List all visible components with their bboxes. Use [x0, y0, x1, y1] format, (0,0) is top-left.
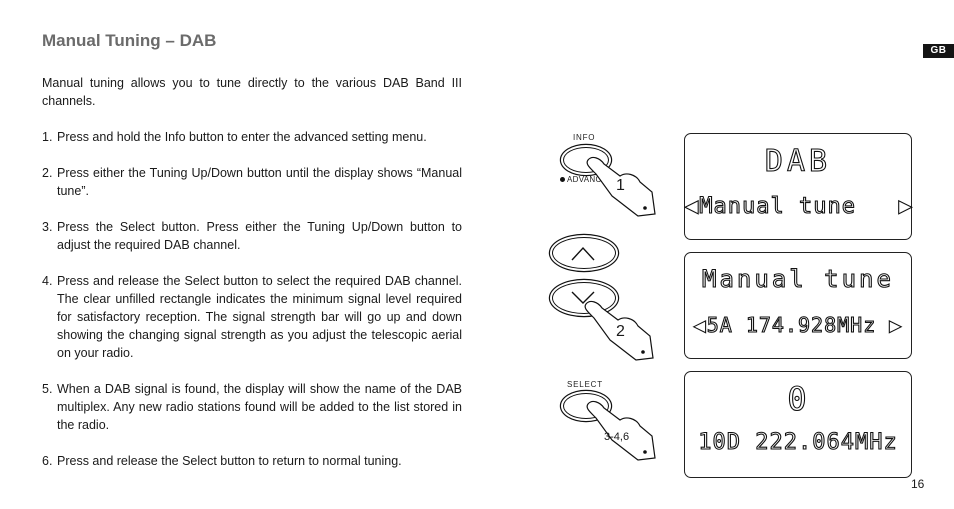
step-number: 6.: [42, 454, 53, 468]
step-text: Press and hold the Info button to enter …: [57, 130, 427, 144]
select-label: SELECT: [567, 380, 603, 389]
tuning-up-button[interactable]: [552, 237, 616, 269]
lcd-line-2: ◀5A 174.928MHz ▶: [693, 312, 903, 337]
chevron-up-icon: [571, 246, 595, 261]
lcd-line-2: ◀Manual tune ▶: [684, 193, 913, 219]
page-number: 16: [911, 477, 925, 491]
hand-pointer-icon: [584, 300, 654, 361]
lcd-line-2: 10D 222.064MHz: [698, 429, 898, 455]
step-number: 5.: [42, 382, 53, 396]
step-4: 4. Press and release the Select button t…: [42, 272, 462, 362]
callout-1: 1: [616, 177, 625, 194]
intro-paragraph: Manual tuning allows you to tune directl…: [42, 76, 462, 108]
language-badge: GB: [923, 44, 954, 58]
hand-pointer-icon: [586, 156, 656, 217]
step-2: 2. Press either the Tuning Up/Down butto…: [42, 164, 462, 200]
step-5: 5. When a DAB signal is found, the displ…: [42, 380, 462, 434]
hand-pointer-icon: [586, 400, 656, 461]
lcd-display-2: Manual tune ◀5A 174.928MHz ▶: [684, 252, 912, 359]
step-number: 4.: [42, 274, 53, 288]
step-number: 1.: [42, 130, 53, 144]
lcd-line-1: DAB: [764, 143, 832, 179]
lcd-display-3: 0 10D 222.064MHz: [684, 371, 912, 478]
step-3: 3. Press the Select button. Press either…: [42, 218, 462, 254]
step-text: Press either the Tuning Up/Down button u…: [57, 166, 462, 198]
tuning-down-button[interactable]: [552, 282, 616, 314]
step-1: 1. Press and hold the Info button to ent…: [42, 128, 462, 146]
page-title: Manual Tuning – DAB: [42, 31, 217, 50]
advance-indicator-dot: [560, 177, 565, 182]
step-6: 6. Press and release the Select button t…: [42, 452, 462, 470]
info-label: INFO: [573, 133, 596, 142]
step-text: Press and release the Select button to s…: [57, 274, 462, 360]
advance-label: ADVANCE: [567, 175, 608, 184]
lcd-line-1: 0: [787, 379, 809, 418]
lcd-display-1: DAB ◀Manual tune ▶: [684, 133, 912, 240]
callout-2: 2: [616, 323, 625, 340]
step-number: 3.: [42, 220, 53, 234]
step-text: Press the Select button. Press either th…: [57, 220, 462, 252]
chevron-down-icon: [571, 291, 595, 304]
step-number: 2.: [42, 166, 53, 180]
lcd-line-1: Manual tune: [701, 264, 894, 293]
step-text: Press and release the Select button to r…: [57, 454, 402, 468]
step-text: When a DAB signal is found, the display …: [57, 382, 462, 432]
callout-3-4-6: 3-4,6: [604, 431, 630, 443]
